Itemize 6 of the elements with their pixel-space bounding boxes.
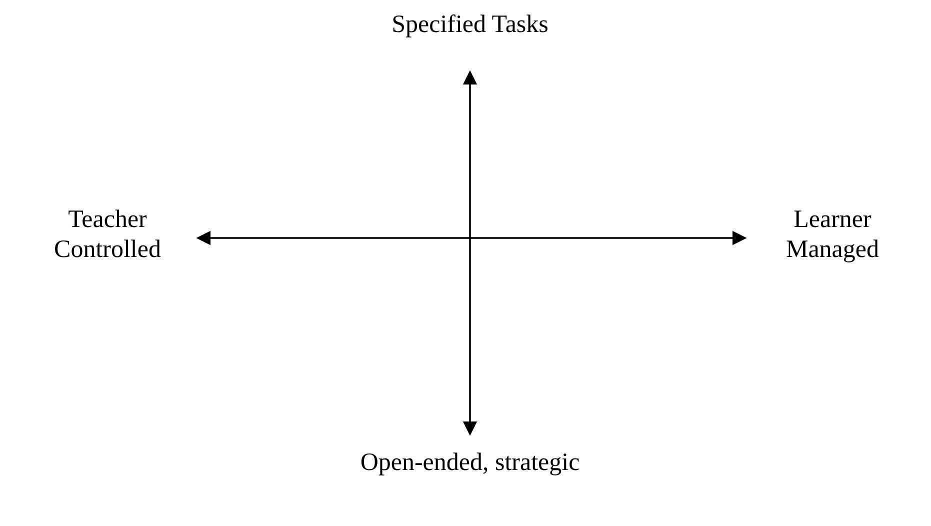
double-arrow	[196, 230, 747, 246]
axis-label: Teacher Controlled	[20, 205, 195, 265]
axis-label: Specified Tasks	[330, 10, 610, 40]
double-arrow	[462, 70, 478, 436]
axis-label: Learner Managed	[745, 205, 920, 265]
axis-label: Open-ended, strategic	[350, 448, 590, 478]
